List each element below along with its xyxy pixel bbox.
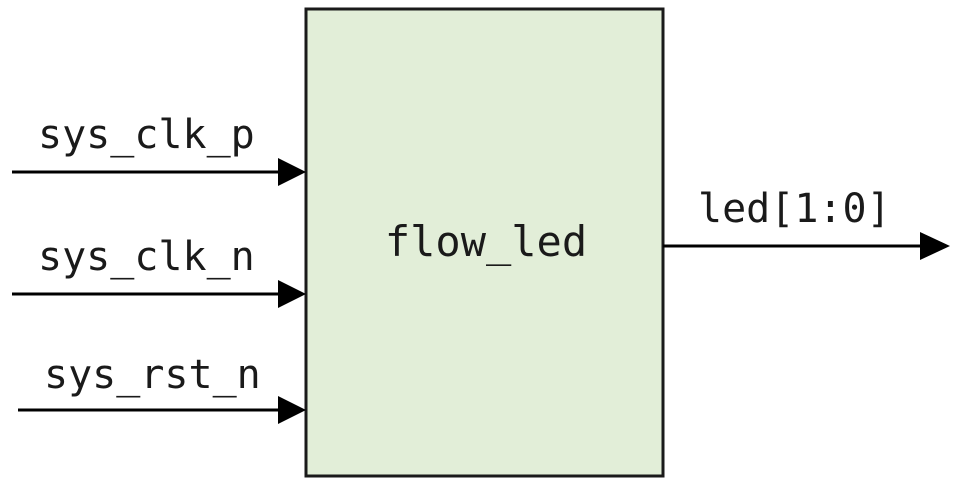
output-port-led: led[1:0] bbox=[663, 186, 950, 260]
output-arrow bbox=[920, 232, 950, 260]
input-label: sys_clk_p bbox=[38, 112, 255, 158]
output-label: led[1:0] bbox=[698, 186, 891, 232]
input-arrow bbox=[278, 158, 306, 186]
module-name: flow_led bbox=[385, 217, 587, 266]
input-arrow bbox=[278, 280, 306, 308]
module-block bbox=[304, 7, 665, 478]
input-port-sys-clk-n: sys_clk_n bbox=[12, 234, 306, 308]
input-label: sys_rst_n bbox=[44, 352, 261, 398]
input-label: sys_clk_n bbox=[38, 234, 255, 280]
input-port-sys-rst-n: sys_rst_n bbox=[18, 352, 306, 424]
input-arrow bbox=[278, 396, 306, 424]
input-port-sys-clk-p: sys_clk_p bbox=[12, 112, 306, 186]
